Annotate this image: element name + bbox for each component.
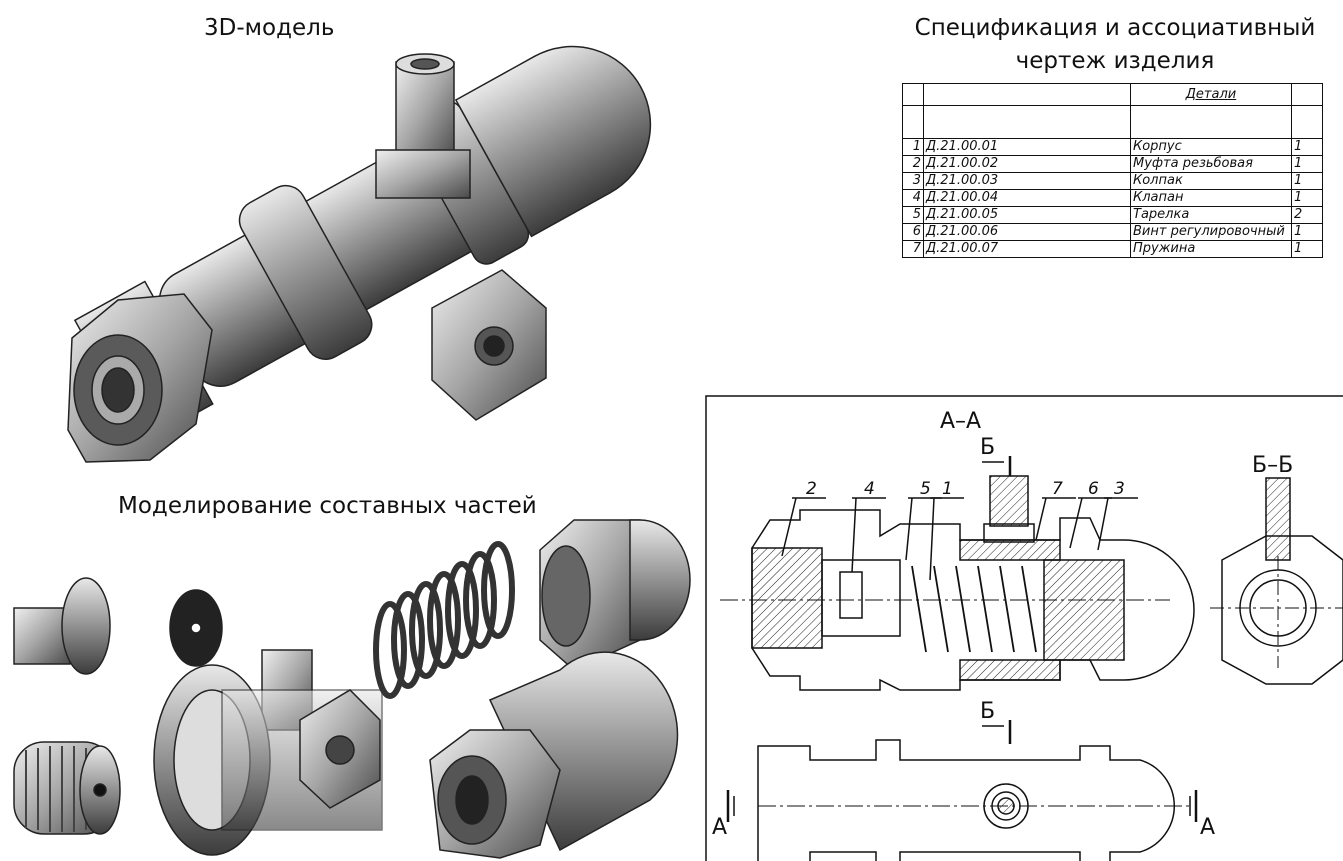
spec-row: 1 Д.21.00.01 Корпус 1	[902, 138, 1323, 156]
spec-row: 7 Д.21.00.07 Пружина 1	[902, 240, 1323, 258]
spec-header-row: Детали	[902, 83, 1323, 106]
callout-1: 1	[942, 479, 953, 499]
cut-b-top-label: Б	[980, 435, 995, 460]
heading-specification: Спецификация и ассоциативный чертеж изде…	[905, 12, 1325, 78]
spec-section-title: Детали	[1130, 83, 1292, 106]
spec-row: 5 Д.21.00.05 Тарелка 2	[902, 206, 1323, 224]
heading-3d-model: 3D-модель	[204, 15, 335, 41]
spec-row: 6 Д.21.00.06 Винт регулировочный 1	[902, 223, 1323, 241]
cut-b-bottom-label: Б	[980, 699, 995, 724]
section-aa-label: А–А	[940, 409, 981, 434]
callout-7: 7	[1052, 479, 1063, 499]
callout-6: 6	[1088, 479, 1099, 499]
heading-parts-modeling: Моделирование составных частей	[118, 493, 537, 519]
spec-row: 2 Д.21.00.02 Муфта резьбовая 1	[902, 155, 1323, 173]
cut-a-left-label: А	[712, 815, 727, 840]
spec-row: 3 Д.21.00.03 Колпак 1	[902, 172, 1323, 190]
specification-table: Детали 1 Д.21.00.01 Корпус 1 2 Д.21.00.0…	[902, 83, 1323, 258]
heading-spec-line2: чертеж изделия	[1015, 48, 1215, 74]
callout-5: 5	[920, 479, 931, 499]
spec-row: 4 Д.21.00.04 Клапан 1	[902, 189, 1323, 207]
assembly-body	[67, 45, 652, 463]
cut-a-right-label: А	[1200, 815, 1215, 840]
heading-spec-line1: Спецификация и ассоциативный	[914, 15, 1316, 41]
callout-2: 2	[806, 479, 817, 499]
callout-3: 3	[1114, 479, 1125, 499]
exploded-parts-illustration	[13, 519, 691, 859]
section-bb-label: Б–Б	[1252, 453, 1293, 478]
callout-4: 4	[864, 479, 875, 499]
assembly-drawing	[705, 395, 1343, 861]
